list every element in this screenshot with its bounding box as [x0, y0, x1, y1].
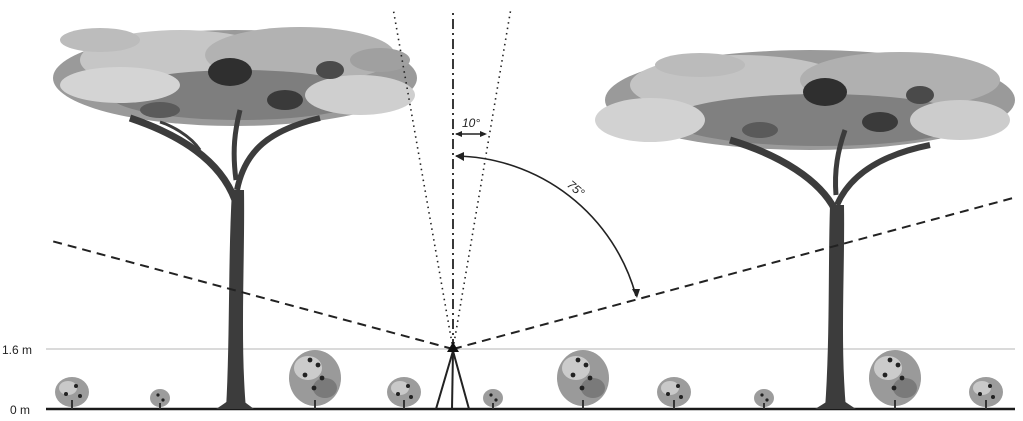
angle-10-label: 10°: [462, 116, 480, 130]
shrub-icon: [150, 389, 170, 409]
label-1-6m: 1.6 m: [2, 343, 32, 357]
sight-line-right-75: [452, 197, 1014, 350]
shrub-icon: [483, 389, 503, 409]
tree-icon: [595, 50, 1015, 409]
angle-75-arc: [455, 152, 640, 298]
label-0m: 0 m: [10, 403, 30, 417]
shrub-icon: [657, 377, 691, 409]
shrub-icon: [557, 350, 609, 409]
shrub-icon: [387, 377, 421, 409]
tripod-icon: [435, 342, 470, 410]
angle-10-arrow: [455, 131, 487, 137]
shrub-icon: [869, 350, 921, 409]
sight-line-left-75: [47, 239, 454, 350]
cone-line-right: [452, 7, 512, 350]
angle-75-label: 75°: [564, 177, 587, 200]
shrub-icon: [754, 389, 774, 409]
shrub-icon: [55, 377, 89, 409]
tree-icon: [53, 27, 417, 409]
shrub-icon: [289, 350, 341, 409]
shrub-icon: [969, 377, 1003, 409]
